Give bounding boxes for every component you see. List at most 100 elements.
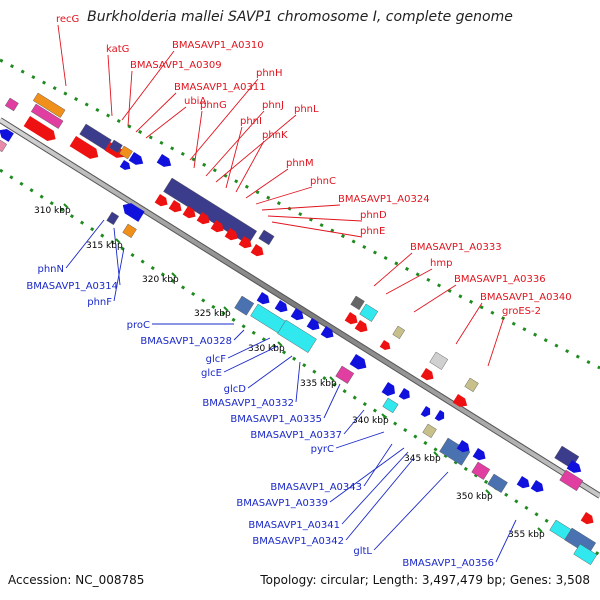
gene-label[interactable]: phnM (286, 158, 314, 169)
gene-feature[interactable] (452, 394, 470, 410)
gene-label[interactable]: phnD (360, 210, 387, 221)
gene-feature[interactable] (516, 476, 532, 491)
gene-feature[interactable] (154, 194, 170, 209)
gene-label[interactable]: gltL (353, 546, 372, 557)
gene-feature[interactable] (464, 377, 479, 393)
gene-label[interactable]: BMASAVP1_A0328 (140, 336, 232, 347)
gene-label[interactable]: BMASAVP1_A0309 (130, 60, 222, 71)
gene-feature[interactable] (122, 223, 137, 239)
gene-label[interactable]: katG (106, 44, 129, 55)
gene-label[interactable]: proC (127, 320, 150, 331)
gene-label[interactable]: glcE (201, 368, 222, 379)
gene-label[interactable]: BMASAVP1_A0314 (26, 281, 118, 292)
gene-feature[interactable] (359, 303, 379, 322)
gene-feature[interactable] (530, 480, 546, 495)
gene-feature[interactable] (256, 292, 272, 307)
gene-feature[interactable] (306, 318, 322, 333)
gene-label[interactable]: glcF (206, 354, 227, 365)
gene-label[interactable]: BMASAVP1_A0341 (248, 520, 340, 531)
gene-label[interactable]: phnE (360, 226, 385, 237)
gene-label[interactable]: BMASAVP1_A0339 (236, 498, 328, 509)
gene-feature[interactable] (349, 354, 370, 373)
gene-label[interactable]: BMASAVP1_A0335 (230, 414, 322, 425)
gene-label[interactable]: phnH (256, 68, 283, 79)
gene-label[interactable]: BMASAVP1_A0342 (252, 536, 344, 547)
gene-feature[interactable] (274, 300, 290, 315)
gene-feature[interactable] (0, 126, 14, 142)
gene-label[interactable]: BMASAVP1_A0340 (480, 292, 572, 303)
gene-feature[interactable] (106, 211, 120, 225)
gene-feature[interactable] (382, 397, 399, 414)
gene-feature[interactable] (234, 295, 255, 316)
gene-feature[interactable] (4, 97, 19, 112)
gene-feature[interactable] (0, 139, 8, 153)
gene-feature[interactable] (392, 325, 406, 339)
gene-feature[interactable] (422, 423, 437, 439)
gene-feature[interactable] (429, 351, 449, 370)
gene-feature[interactable] (566, 460, 584, 476)
gene-feature[interactable] (456, 440, 472, 455)
gene-feature[interactable] (472, 448, 488, 463)
gene-feature[interactable] (350, 295, 365, 311)
gene-feature[interactable] (30, 103, 64, 129)
gene-feature[interactable] (118, 145, 133, 160)
gene-feature[interactable] (290, 308, 306, 323)
gene-label[interactable]: pyrC (311, 444, 334, 455)
gene-label[interactable]: groES-2 (502, 306, 541, 317)
gene-feature[interactable] (381, 382, 399, 399)
gene-label[interactable]: phnF (87, 297, 112, 308)
gene-feature[interactable] (182, 206, 198, 221)
gene-label[interactable]: recG (56, 14, 79, 25)
gene-label[interactable]: BMASAVP1_A0337 (250, 430, 342, 441)
gene-feature[interactable] (487, 473, 508, 493)
gene-label[interactable]: hmp (430, 258, 452, 269)
gene-feature[interactable] (108, 139, 123, 154)
gene-feature[interactable] (224, 228, 240, 243)
gene-label[interactable]: BMASAVP1_A0336 (454, 274, 546, 285)
gene-label[interactable]: BMASAVP1_A0310 (172, 40, 264, 51)
gene-feature[interactable] (420, 368, 436, 383)
gene-feature[interactable] (119, 160, 133, 172)
gene-feature[interactable] (32, 92, 66, 118)
gene-label[interactable]: phnG (200, 100, 227, 111)
gene-label[interactable]: BMASAVP1_A0324 (338, 194, 430, 205)
gene-label[interactable]: phnC (310, 176, 336, 187)
gene-label[interactable]: phnJ (262, 100, 284, 111)
gene-feature[interactable] (335, 365, 355, 384)
gene-label[interactable]: phnI (240, 116, 262, 127)
gene-feature[interactable] (156, 154, 174, 170)
gene-feature[interactable] (210, 220, 226, 235)
gene-feature[interactable] (398, 388, 413, 402)
gene-feature[interactable] (344, 312, 360, 327)
gene-feature[interactable] (354, 320, 370, 335)
gene-feature[interactable] (277, 319, 317, 353)
gene-feature[interactable] (196, 212, 212, 227)
gene-feature[interactable] (580, 512, 596, 527)
gene-feature[interactable] (320, 326, 336, 341)
gene-feature[interactable] (238, 236, 254, 251)
gene-label[interactable]: glcD (224, 384, 247, 395)
gene-label[interactable]: BMASAVP1_A0343 (270, 482, 362, 493)
gene-feature[interactable] (471, 461, 491, 480)
gene-feature[interactable] (420, 406, 433, 419)
gene-label[interactable]: BMASAVP1_A0332 (202, 398, 294, 409)
gene-feature[interactable] (23, 116, 59, 144)
gene-label[interactable]: phnK (262, 130, 288, 141)
gene-feature[interactable] (258, 229, 275, 246)
gene-feature[interactable] (573, 543, 598, 566)
gene-label[interactable]: phnN (37, 264, 64, 275)
gene-label[interactable]: BMASAVP1_A0333 (410, 242, 502, 253)
gene-feature[interactable] (439, 437, 471, 466)
gene-feature[interactable] (564, 527, 597, 556)
gene-feature[interactable] (120, 200, 145, 222)
gene-feature[interactable] (250, 244, 266, 259)
gene-feature[interactable] (128, 152, 146, 168)
gene-feature[interactable] (69, 136, 102, 162)
gene-label[interactable]: BMASAVP1_A0356 (402, 558, 494, 569)
gene-label[interactable]: phnL (294, 104, 319, 115)
gene-feature[interactable] (434, 410, 447, 423)
gene-label[interactable]: BMASAVP1_A0311 (174, 82, 266, 93)
gene-label[interactable]: ubiA (184, 96, 206, 107)
gene-feature[interactable] (559, 469, 584, 492)
gene-feature[interactable] (379, 340, 393, 352)
